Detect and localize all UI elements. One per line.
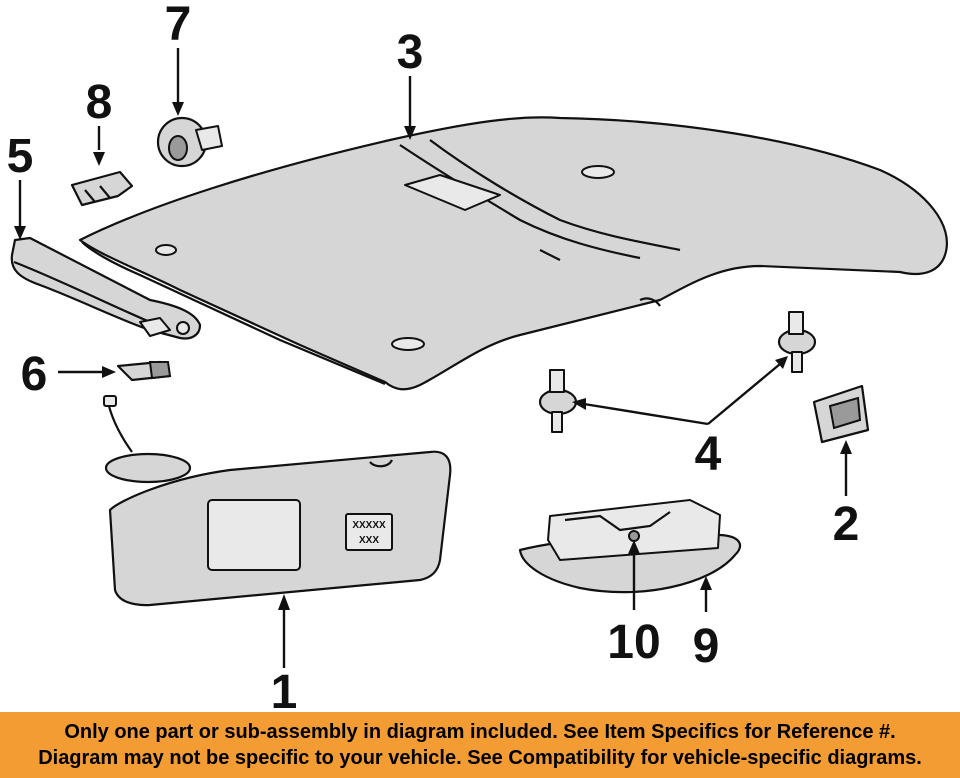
parts-diagram: XXXXX XXX [7,0,948,712]
sun-visor-part: XXXXX XXX [103,395,452,607]
callout-5: 5 [7,130,34,183]
visor-clip-part [70,170,134,207]
callout-9: 9 [693,620,720,673]
cover-part [812,384,870,444]
visor-label-line-1: XXXXX [352,520,386,531]
lamp-bulb [628,530,640,542]
side-rail-trim-part [10,236,202,340]
callout-2: 2 [833,498,860,551]
callout-4: 4 [695,428,722,481]
visor-bracket-part [156,116,223,168]
headliner-part [78,116,948,391]
callout-6: 6 [21,348,48,401]
callout-10: 10 [607,616,660,669]
dome-lamp-part [518,499,742,594]
callout-8: 8 [86,76,113,129]
disclaimer-banner: Only one part or sub-assembly in diagram… [0,712,960,778]
callout-1: 1 [271,666,298,712]
disclaimer-line-2: Diagram may not be specific to your vehi… [38,747,922,769]
callout-3: 3 [397,26,424,79]
callout-7: 7 [165,0,192,51]
disclaimer-line-1: Only one part or sub-assembly in diagram… [64,721,896,743]
rail-clip-part [116,360,172,382]
retainer-clip-part-a [538,369,578,433]
retainer-clip-part-b [777,311,817,373]
visor-label-line-2: XXX [359,535,379,546]
leader-lines [14,48,852,668]
callout-numbers: 1 2 3 4 5 6 7 8 9 10 [7,0,860,712]
